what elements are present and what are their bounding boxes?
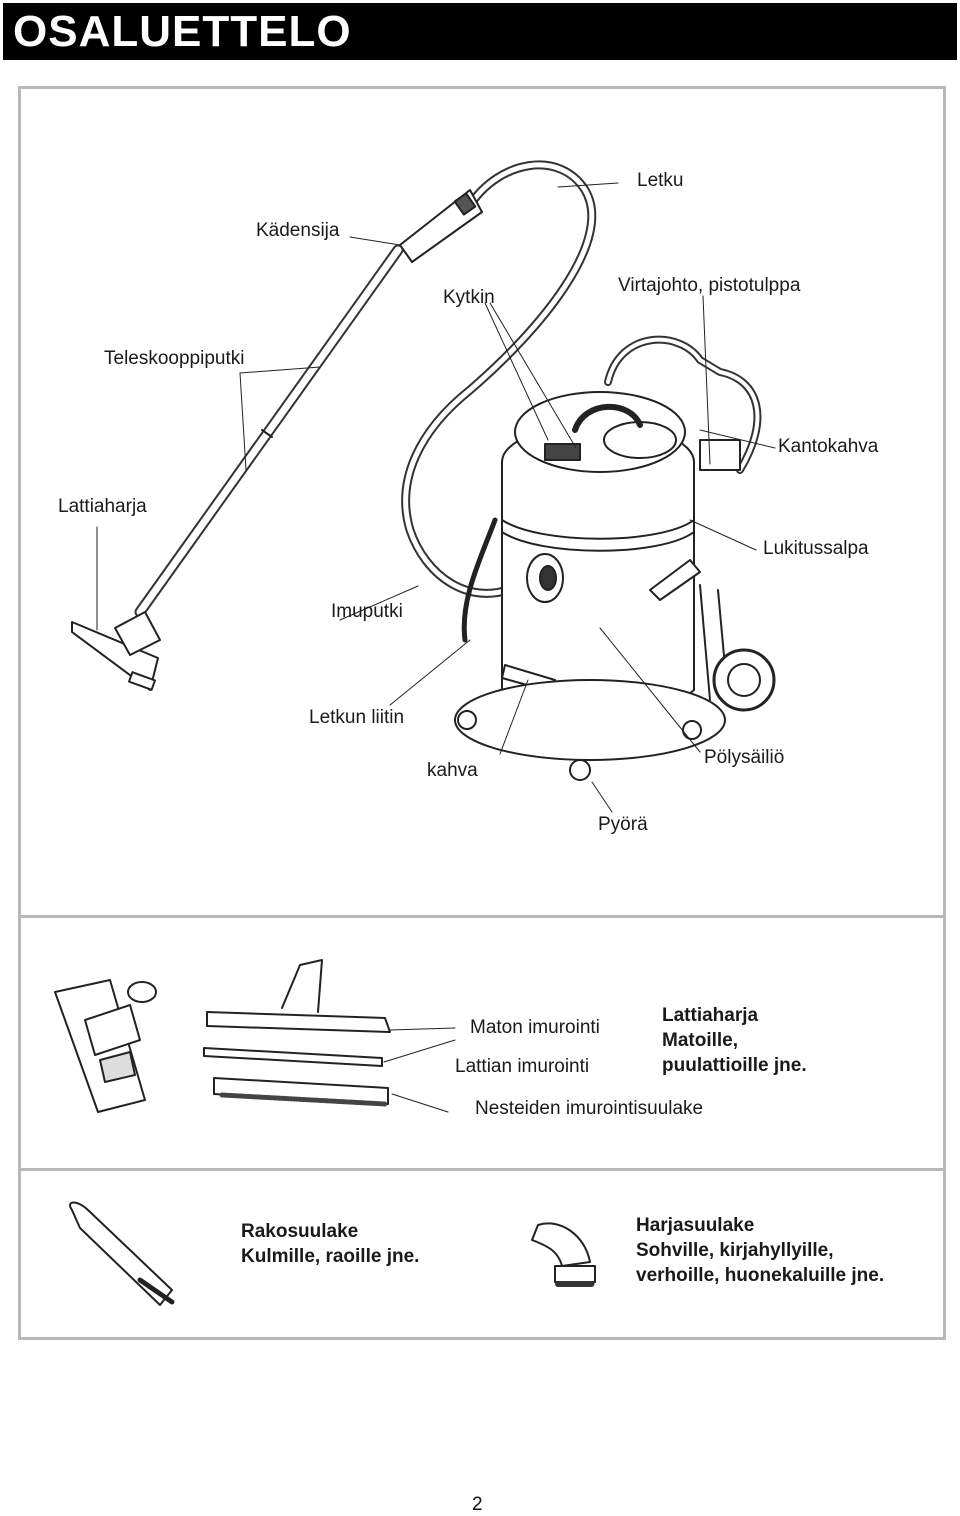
floor-brush-illustration [54,959,391,1113]
label-maton-imurointi: Maton imurointi [470,1017,600,1038]
harjasuulake-title: Harjasuulake [636,1215,755,1236]
harjasuulake-desc-line2: verhoille, huonekaluille jne. [636,1265,885,1286]
label-virtajohto: Virtajohto, pistotulppa [618,275,801,296]
label-lattian-imurointi: Lattian imurointi [455,1056,590,1077]
rakosuulake-desc: Kulmille, raoille jne. [241,1246,420,1267]
lattiaharja-desc-line1: Matoille, [662,1030,739,1051]
label-lukitussalpa: Lukitussalpa [763,538,869,559]
floor-brush-panel [18,915,946,1173]
title-bar: OSALUETTELO [3,3,957,60]
label-polysailio: Pölysäiliö [704,747,785,768]
nozzles-panel [18,1168,946,1340]
floor-brush-leader-lines [383,1027,456,1113]
label-lattiaharja: Lattiaharja [58,496,147,517]
brush-nozzle-illustration [531,1222,596,1287]
label-kahva: kahva [427,760,478,781]
label-pyora: Pyörä [598,814,648,835]
label-imuputki: Imuputki [331,601,403,622]
harjasuulake-desc-line1: Sohville, kirjahyllyille, [636,1240,834,1261]
label-kadensija: Kädensija [256,220,340,241]
rakosuulake-title: Rakosuulake [241,1221,359,1242]
label-nesteiden-imurointisuulake: Nesteiden imurointisuulake [475,1098,704,1119]
main-diagram-panel [18,86,946,920]
label-teleskooppiputki: Teleskooppiputki [104,348,245,369]
page-title: OSALUETTELO [13,7,352,56]
lattiaharja-title: Lattiaharja [662,1005,759,1026]
label-letkun-liitin: Letkun liitin [309,707,405,728]
page-number: 2 [472,1494,483,1515]
label-kantokahva: Kantokahva [778,436,879,457]
main-leader-lines [96,182,776,813]
lattiaharja-desc-line2: puulattioille jne. [662,1055,807,1076]
crevice-nozzle-illustration [69,1201,175,1306]
label-kytkin: Kytkin [443,287,495,308]
label-letku: Letku [637,170,684,191]
vacuum-cleaner-illustration [71,160,776,781]
